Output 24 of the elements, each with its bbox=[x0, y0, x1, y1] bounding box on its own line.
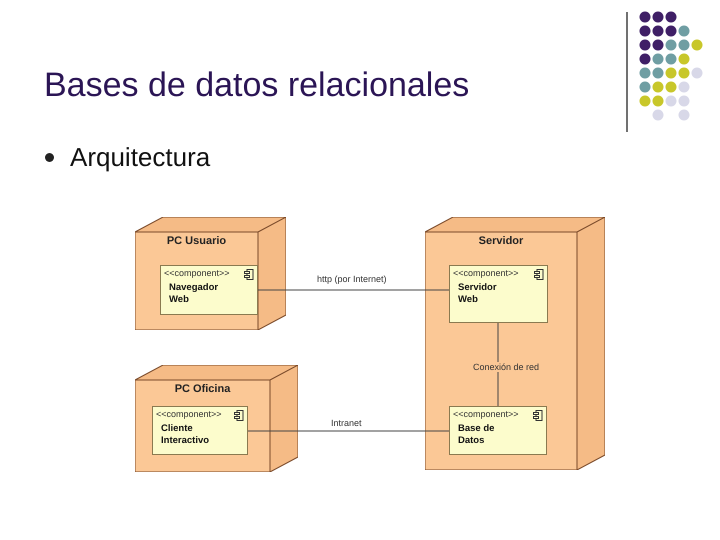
node-title: Servidor bbox=[478, 235, 524, 247]
device-node bbox=[135, 365, 298, 472]
component-box bbox=[152, 406, 248, 455]
component-box bbox=[160, 265, 258, 315]
component-box bbox=[449, 406, 547, 455]
node-title: PC Usuario bbox=[166, 235, 228, 247]
node-title: PC Oficina bbox=[174, 383, 232, 395]
stereotype-label: <<component>> bbox=[453, 268, 519, 278]
stereotype-label: <<component>> bbox=[156, 409, 222, 419]
edge-label: Intranet bbox=[330, 418, 363, 428]
edge-label: Conexión de red bbox=[472, 362, 540, 372]
component-box bbox=[449, 265, 548, 323]
slide-title: Bases de datos relacionales bbox=[44, 66, 470, 105]
component-name: Servidor Web bbox=[458, 282, 498, 306]
edge-label: http (por Internet) bbox=[316, 274, 388, 284]
component-name: Cliente Interactivo bbox=[161, 423, 210, 447]
device-node bbox=[425, 217, 605, 470]
stereotype-label: <<component>> bbox=[164, 268, 230, 278]
device-node bbox=[135, 217, 286, 330]
component-name: Base de Datos bbox=[458, 423, 496, 447]
component-name: Navegador Web bbox=[169, 282, 220, 306]
stereotype-label: <<component>> bbox=[453, 409, 519, 419]
bullet-text: Arquitectura bbox=[70, 142, 210, 173]
connector-line bbox=[248, 430, 450, 432]
